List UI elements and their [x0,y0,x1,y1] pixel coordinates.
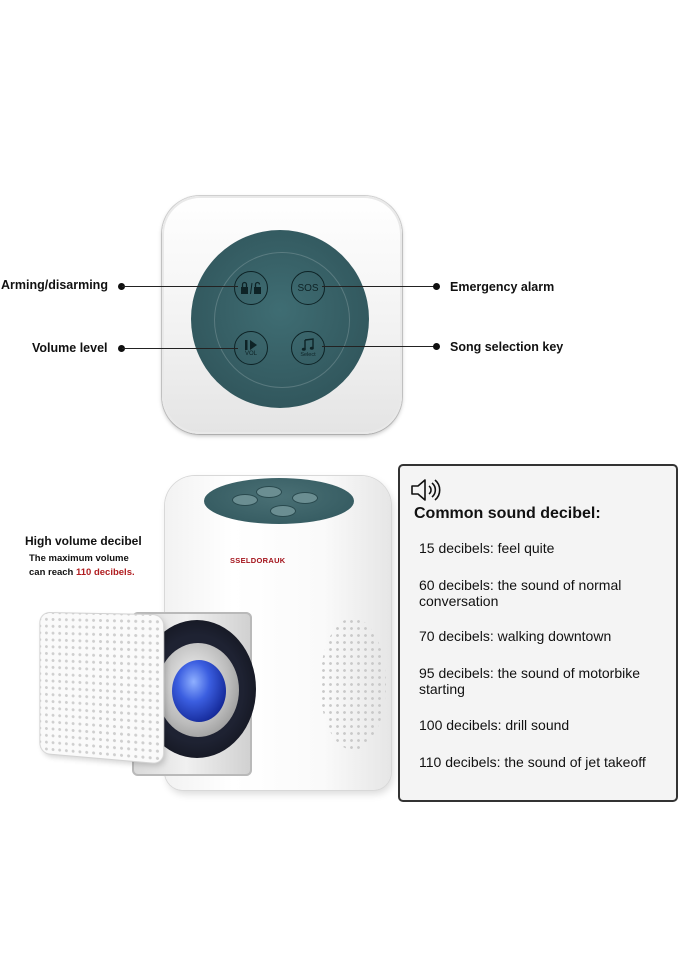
top-button [232,494,258,506]
top-button [256,486,282,498]
subtitle-line1: The maximum volume [29,553,129,564]
speaker-top-panel [204,478,354,524]
callout-line [122,286,238,287]
top-button [270,505,296,517]
volume-bars-icon [245,340,257,350]
brand-label: SSELDORAUK [230,556,286,565]
callout-line [322,286,436,287]
decibel-item: 60 decibels: the sound of normal convers… [419,577,622,609]
arming-button[interactable] [234,271,268,305]
sos-label: SOS [297,282,319,294]
high-volume-subtitle: The maximum volume can reach 110 decibel… [29,552,135,580]
callout-emergency: Emergency alarm [450,280,555,294]
callout-volume: Volume level [32,341,108,355]
side-grille [320,618,386,750]
high-volume-title: High volume decibel [25,534,142,548]
callout-dot [118,345,125,352]
woofer-cone [172,660,226,722]
decibel-item: 100 decibels: drill sound [419,717,570,733]
select-label: Select [300,352,316,358]
vol-label: VOL [244,351,257,357]
callout-dot [433,343,440,350]
button-ring [214,252,350,388]
callout-line [322,346,436,347]
callout-arming: Arming/disarming [1,278,108,292]
decibel-info-box [398,464,678,802]
top-button [292,492,318,504]
callout-line [122,348,238,349]
song-select-button[interactable]: Select [291,331,325,365]
decibel-item: 70 decibels: walking downtown [419,628,612,644]
decibel-item: 95 decibels: the sound of motorbike star… [419,665,641,697]
music-note-icon [301,338,314,351]
speaker-sound-icon [411,479,441,501]
callout-dot [118,283,125,290]
detached-grille [40,612,164,764]
subtitle-line2: can reach 110 decibels. [29,567,135,578]
decibel-item: 15 decibels: feel quite [419,540,555,556]
sos-button[interactable]: SOS [291,271,325,305]
volume-button[interactable]: VOL [234,331,268,365]
callout-dot [433,283,440,290]
decibel-item: 110 decibels: the sound of jet takeoff [419,754,646,770]
info-title: Common sound decibel: [414,505,601,522]
callout-song: Song selection key [450,340,564,354]
max-decibel-highlight: 110 decibels. [76,567,135,578]
lock-unlock-icon [241,281,261,295]
